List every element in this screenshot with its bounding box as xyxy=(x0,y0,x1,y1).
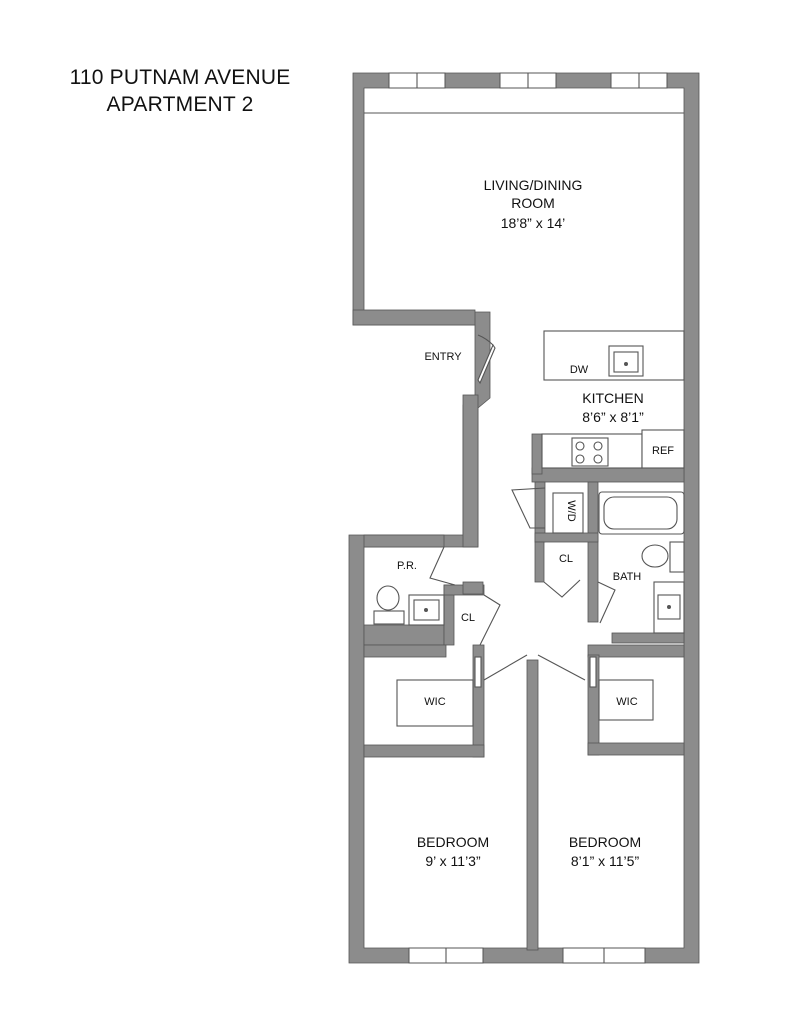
wd-label: W/D xyxy=(565,500,577,521)
entry-label: ENTRY xyxy=(424,351,462,363)
apartment-line: APARTMENT 2 xyxy=(106,93,254,116)
pr-label: P.R. xyxy=(397,560,417,572)
kitchen-name: KITCHEN xyxy=(582,390,643,406)
bath-label: BATH xyxy=(613,571,642,583)
dw-label: DW xyxy=(570,364,589,376)
wd-bottom-wall xyxy=(534,532,599,543)
hall-wall xyxy=(462,581,484,595)
powder-room-fixtures xyxy=(373,546,456,626)
bedroom-right-top-wall xyxy=(587,742,685,756)
kitchen-left-wall xyxy=(531,433,543,475)
living-dims: 18’8” x 14’ xyxy=(501,215,566,231)
wic-right-top-wall xyxy=(587,644,685,658)
walls xyxy=(348,72,700,964)
bath-fixtures xyxy=(597,491,685,634)
wic-right-shelf xyxy=(598,679,654,721)
cl-left-label: CL xyxy=(461,612,475,624)
plan-title: 110 PUTNAM AVENUE APARTMENT 2 xyxy=(60,64,300,118)
pr-top-wall xyxy=(363,534,445,548)
bedroom-doors xyxy=(474,654,597,688)
cl-left-wall xyxy=(534,541,545,583)
wic-right-label: WIC xyxy=(616,696,637,708)
bedroom-left-top-wall xyxy=(363,744,485,758)
kitchen-fixtures xyxy=(541,330,685,469)
pr-bottom-wall xyxy=(363,624,445,646)
windows xyxy=(388,72,668,964)
entry-left-wall xyxy=(462,394,479,548)
washer-dryer xyxy=(511,487,584,534)
bath-bottom-wall xyxy=(611,632,685,644)
wic-left-top-wall xyxy=(363,644,447,658)
toilet-icon xyxy=(641,544,669,568)
refrigerator xyxy=(641,429,685,469)
bedroom-right-dims: 8’1” x 11’5” xyxy=(571,853,640,869)
bath-left-wall xyxy=(587,481,599,623)
bedroom-divider-wall xyxy=(526,659,539,951)
cl-left-door xyxy=(479,594,501,646)
address-line: 110 PUTNAM AVENUE xyxy=(69,66,291,89)
toilet-icon xyxy=(376,585,400,611)
room-labels: LIVING/DINING ROOM 18’8” x 14’ ENTRY DW … xyxy=(397,177,674,869)
living-bottom-wall xyxy=(352,309,476,326)
entry-door xyxy=(477,334,496,385)
cl-center-label: CL xyxy=(559,553,573,565)
wic-left-shelf xyxy=(396,679,474,727)
bedroom-left-name: BEDROOM xyxy=(417,834,489,850)
wic-left-label: WIC xyxy=(424,696,445,708)
closet-door xyxy=(543,579,581,598)
kitchen-dims: 8’6” x 8’1” xyxy=(582,409,644,425)
living-name-2: ROOM xyxy=(511,195,555,211)
living-name: LIVING/DINING xyxy=(484,177,583,193)
ref-label: REF xyxy=(652,445,674,457)
kitchen-bottom-wall xyxy=(531,467,685,483)
bedroom-left-dims: 9’ x 11’3” xyxy=(425,853,481,869)
bedroom-right-name: BEDROOM xyxy=(569,834,641,850)
